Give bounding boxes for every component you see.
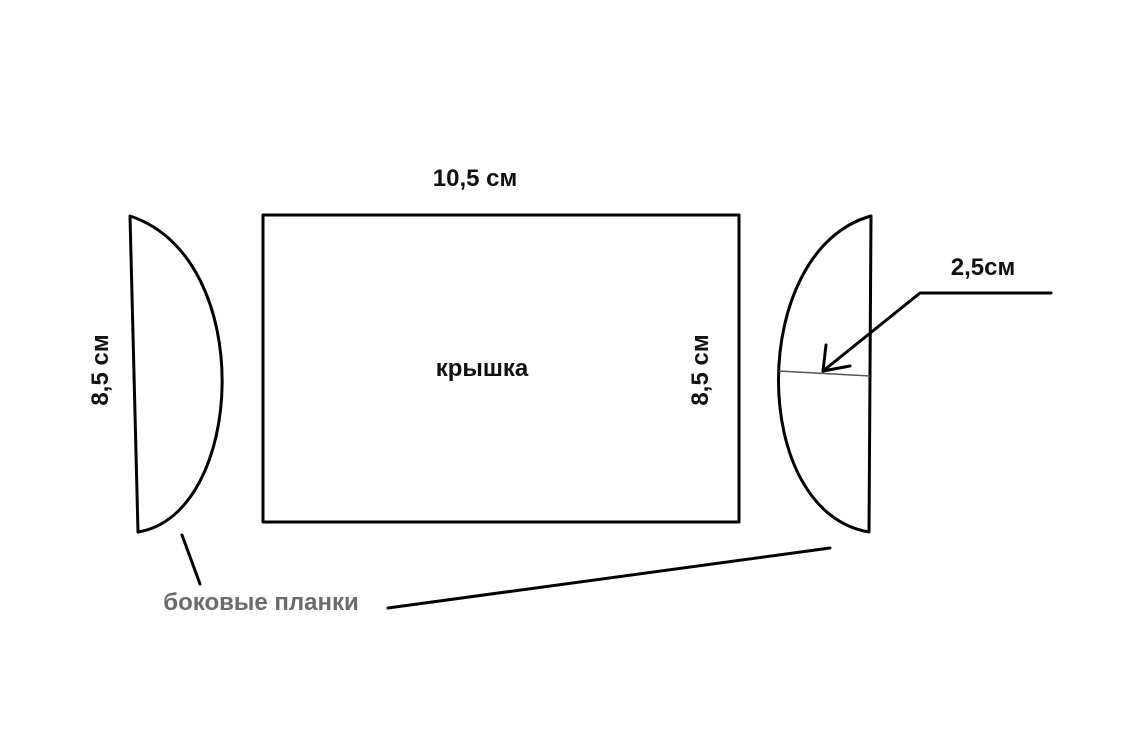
arc-depth-label: 2,5см	[951, 254, 1015, 281]
right-strip-leader	[386, 546, 832, 610]
left-side-strip	[128, 214, 224, 534]
arc-depth-arrowhead	[821, 343, 852, 373]
left-strip-leader	[180, 533, 202, 586]
lid-label: крышка	[436, 355, 529, 382]
arc-depth-line	[778, 370, 871, 377]
left-height-label: 8,5 см	[87, 334, 114, 405]
side-strips-label: боковые планки	[163, 589, 358, 616]
top-width-label: 10,5 см	[433, 165, 517, 192]
arc-depth-pointer	[821, 291, 1053, 373]
lid-rectangle	[261, 213, 741, 524]
right-side-strip	[777, 214, 873, 534]
right-height-label: 8,5 см	[687, 334, 714, 405]
